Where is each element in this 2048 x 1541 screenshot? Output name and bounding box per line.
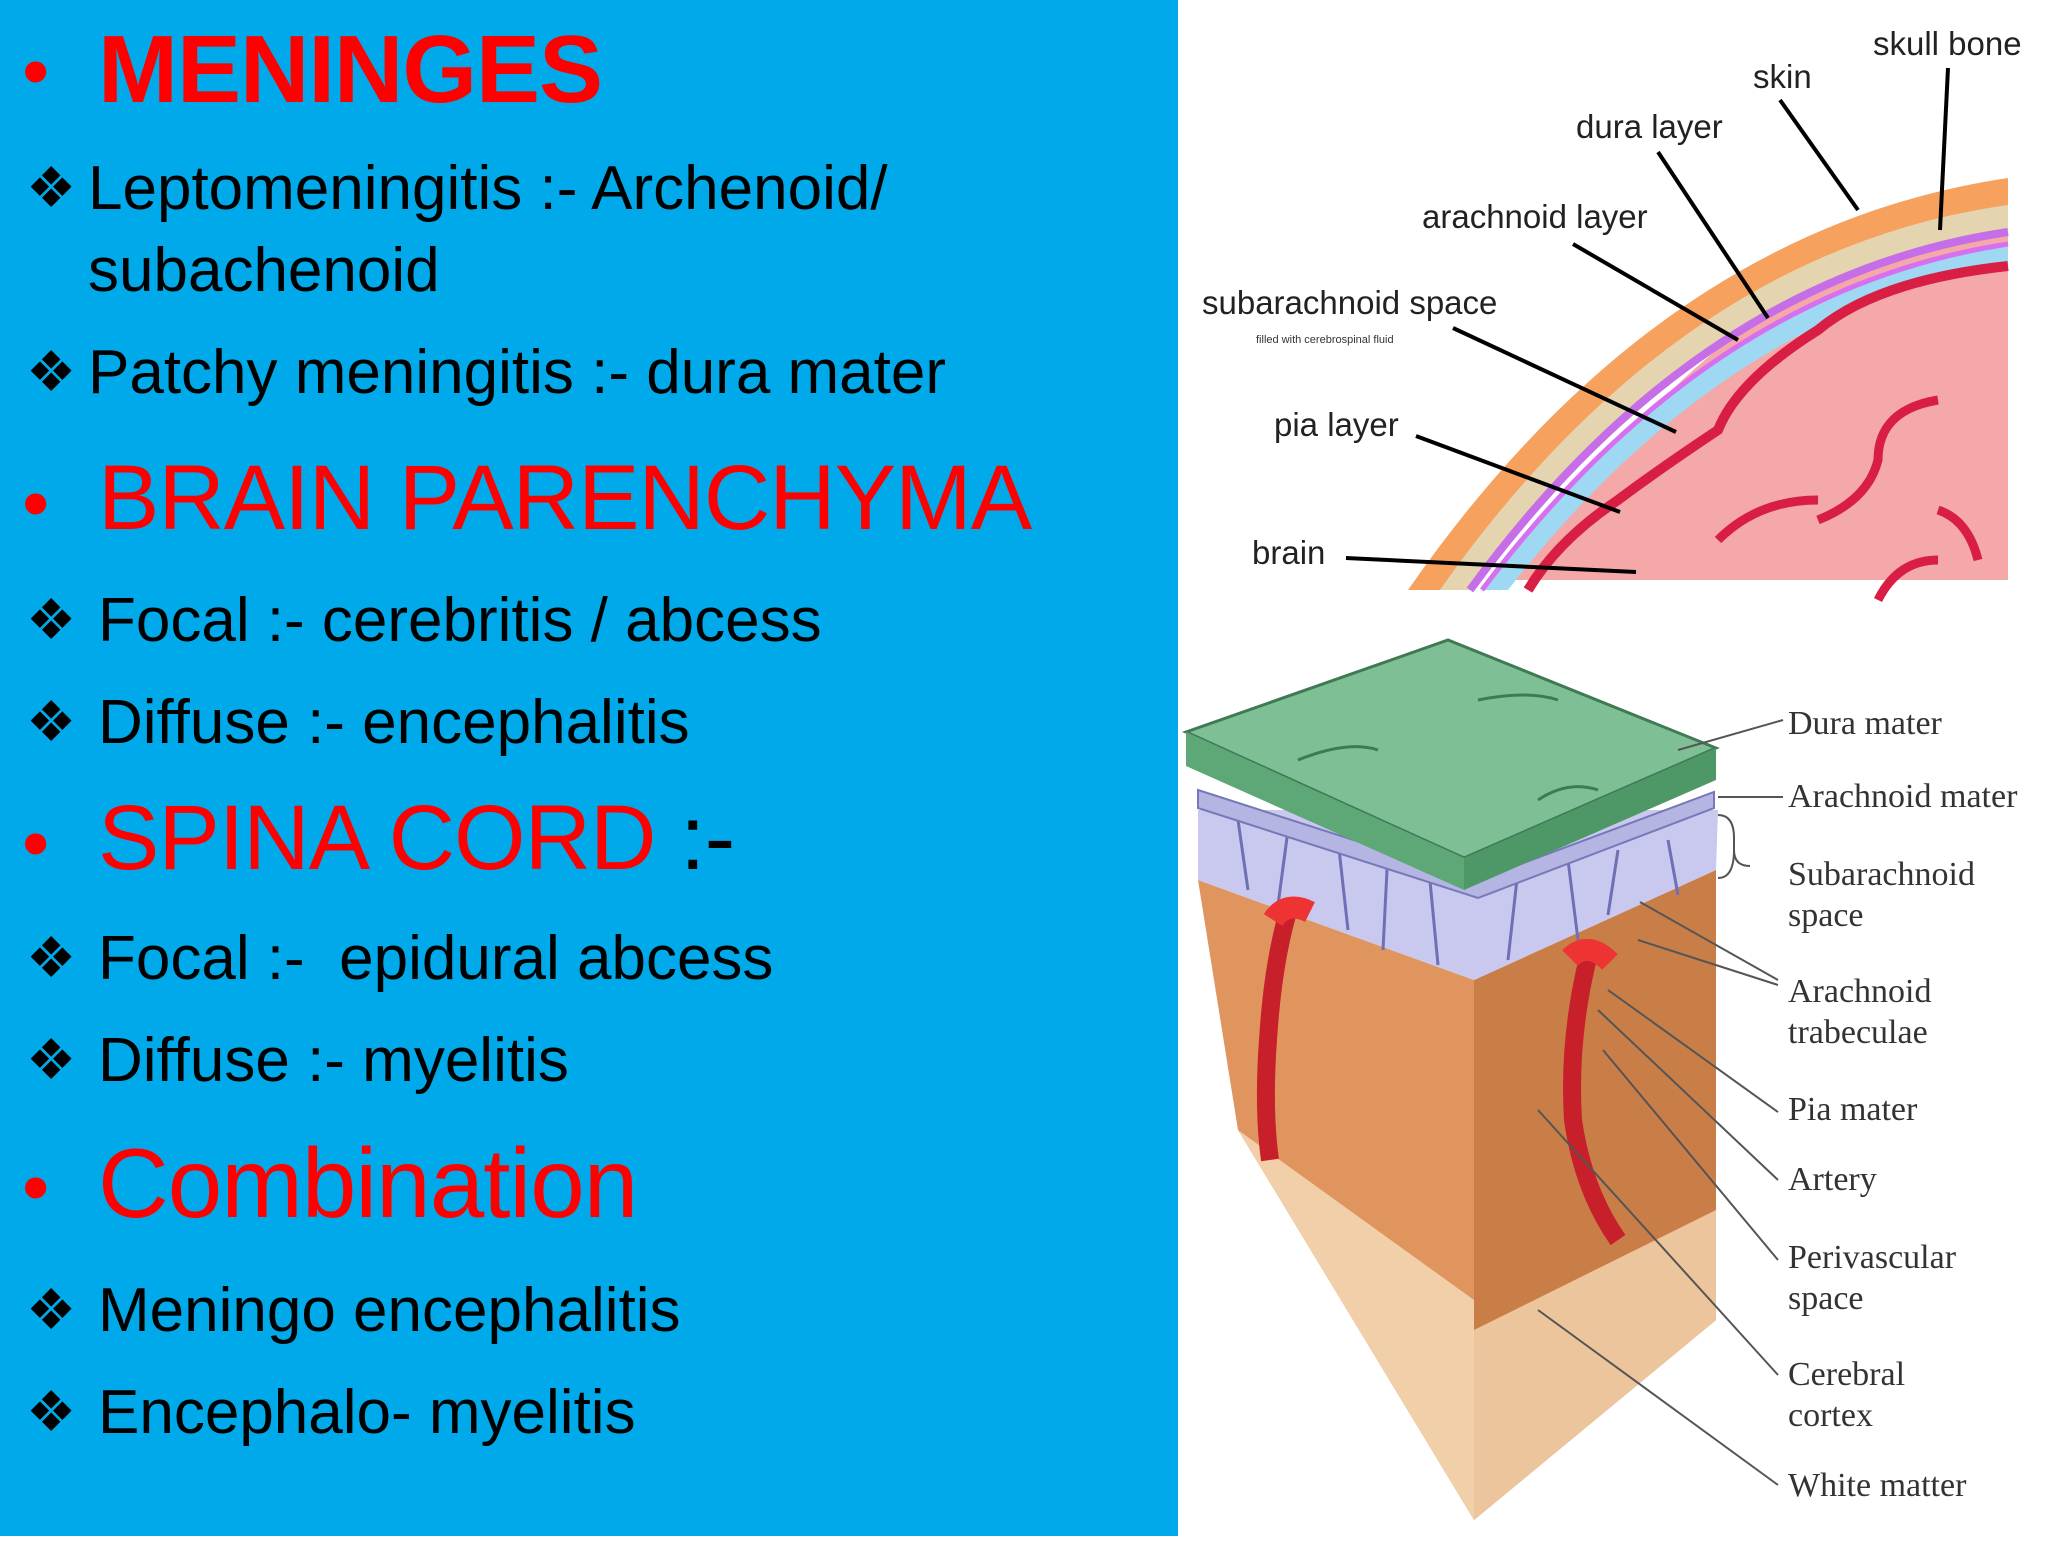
diamond-icon: ❖ bbox=[26, 926, 77, 989]
label-pia-mater: Pia mater bbox=[1788, 1091, 1918, 1128]
heading-suffix: :- bbox=[655, 787, 735, 889]
bullet-icon: • bbox=[22, 1143, 50, 1231]
label-cerebral-cortex: Cerebral bbox=[1788, 1356, 1905, 1393]
diamond-icon: ❖ bbox=[26, 690, 77, 753]
item-diffuse-encephalitis: Diffuse :- encephalitis bbox=[98, 688, 690, 757]
label-skin: skin bbox=[1753, 58, 1812, 95]
item-patchy-meningitis: Patchy meningitis :- dura mater bbox=[88, 338, 947, 407]
label-arachnoid-layer: arachnoid layer bbox=[1422, 198, 1648, 235]
item-focal-epidural: Focal :- epidural abcess bbox=[98, 924, 774, 993]
label-subarachnoid-space-2: space bbox=[1788, 897, 1864, 934]
diamond-icon: ❖ bbox=[26, 588, 77, 651]
label-brain: brain bbox=[1252, 534, 1325, 571]
pointer-line bbox=[1345, 556, 1637, 574]
pointer-line bbox=[1571, 242, 1740, 342]
gyrus bbox=[1816, 395, 1939, 525]
item-subachenoid: subachenoid bbox=[88, 236, 440, 305]
artery-left bbox=[1256, 902, 1299, 1162]
item-diffuse-myelitis: Diffuse :- myelitis bbox=[98, 1026, 569, 1095]
heading-spina-cord: SPINA CORD :- bbox=[98, 787, 735, 889]
item-leptomeningitis: Leptomeningitis :- Archenoid/ bbox=[88, 154, 888, 223]
label-perivascular-space-2: space bbox=[1788, 1280, 1864, 1317]
diamond-icon: ❖ bbox=[26, 156, 77, 219]
arachnoid-line bbox=[1480, 241, 2009, 592]
white-matter-right bbox=[1474, 1210, 1716, 1520]
heading-combination: Combination bbox=[98, 1128, 638, 1238]
text-panel: • MENINGES ❖ Leptomeningitis :- Archenoi… bbox=[0, 0, 1178, 1536]
artery-right bbox=[1563, 955, 1626, 1246]
label-cerebral-cortex-2: cortex bbox=[1788, 1397, 1873, 1434]
bullet-icon: • bbox=[22, 799, 50, 887]
label-dura-layer: dura layer bbox=[1576, 108, 1723, 145]
diamond-icon: ❖ bbox=[26, 1028, 77, 1091]
dura-edge-left bbox=[1186, 732, 1464, 890]
label-arachnoid-trabeculae: Arachnoid bbox=[1788, 973, 1932, 1010]
heading-brain-parenchyma: BRAIN PARENCHYMA bbox=[98, 447, 1032, 549]
diamond-icon: ❖ bbox=[26, 1380, 77, 1443]
bullet-icon: • bbox=[22, 27, 50, 115]
label-subarachnoid-space: Subarachnoid bbox=[1788, 856, 1975, 893]
gyrus bbox=[1936, 505, 1983, 562]
gyrus bbox=[1714, 495, 1819, 544]
label-subarachnoid-note: filled with cerebrospinal fluid bbox=[1256, 334, 1394, 346]
label-arachnoid-trabeculae-2: trabeculae bbox=[1788, 1014, 1928, 1051]
pointer-line bbox=[1778, 98, 1860, 212]
diagram-panel: skull bone skin dura layer arachnoid lay… bbox=[1178, 0, 2048, 1536]
label-perivascular-space: Perivascular bbox=[1788, 1239, 1957, 1276]
label-white-matter: White matter bbox=[1788, 1467, 1967, 1504]
pointer-line bbox=[1452, 326, 1677, 434]
subarachnoid-band bbox=[1482, 244, 2008, 590]
bullet-icon: • bbox=[22, 459, 50, 547]
pointer-line bbox=[1415, 434, 1621, 514]
pointer-line bbox=[1938, 67, 1950, 231]
item-focal-cerebritis: Focal :- cerebritis / abcess bbox=[98, 586, 822, 655]
diagrams-svg: skull bone skin dura layer arachnoid lay… bbox=[1181, 25, 2022, 1520]
pia-line bbox=[1523, 261, 2009, 593]
item-meningo-encephalitis: Meningo encephalitis bbox=[98, 1276, 681, 1345]
heading-meninges: MENINGES bbox=[98, 16, 603, 123]
white-matter-left bbox=[1238, 1130, 1474, 1520]
label-subarachnoid-space: subarachnoid space bbox=[1202, 284, 1497, 321]
label-arachnoid-mater: Arachnoid mater bbox=[1788, 778, 2018, 815]
label-dura-mater: Dura mater bbox=[1788, 705, 1943, 742]
gyrus bbox=[1873, 555, 1939, 603]
dura-line bbox=[1466, 228, 2009, 593]
diamond-icon: ❖ bbox=[26, 340, 77, 403]
dura-edge-right bbox=[1464, 748, 1716, 890]
meningeal-block: Dura mater Arachnoid mater Subarachnoid … bbox=[1181, 638, 2018, 1520]
pointer-line bbox=[1656, 150, 1770, 320]
label-artery: Artery bbox=[1788, 1161, 1877, 1198]
item-encephalo-myelitis: Encephalo- myelitis bbox=[98, 1378, 636, 1447]
label-pia-layer: pia layer bbox=[1274, 406, 1399, 443]
skin-band bbox=[1408, 178, 2008, 590]
diamond-icon: ❖ bbox=[26, 1278, 77, 1341]
label-skull-bone: skull bone bbox=[1873, 25, 2022, 62]
meninges-cross-section: skull bone skin dura layer arachnoid lay… bbox=[1202, 25, 2022, 603]
